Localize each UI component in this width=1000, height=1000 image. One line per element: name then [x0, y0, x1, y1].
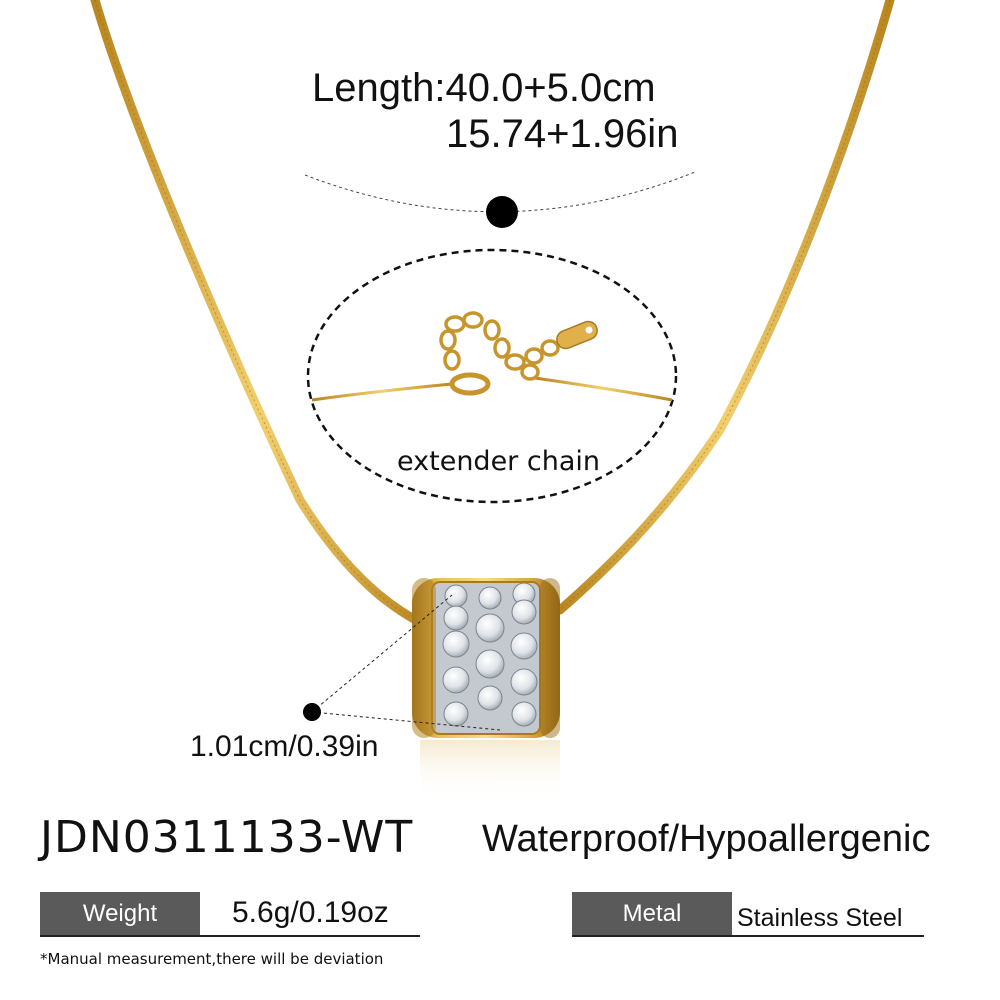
pendant-barrel — [412, 578, 560, 738]
pendant-dimension-line-bottom — [311, 711, 501, 731]
extender-zoom-circle — [306, 248, 678, 504]
extender-chain-label: extender chain — [397, 446, 600, 477]
metal-value: Stainless Steel — [737, 904, 903, 932]
metal-label: Metal — [572, 892, 732, 936]
weight-label: Weight — [40, 892, 200, 936]
weight-value: 5.6g/0.19oz — [232, 896, 389, 929]
pendant-marker-dot — [303, 703, 321, 721]
length-marker-dot — [486, 196, 518, 228]
chain-right — [555, 0, 895, 615]
pendant-dimension-line-top — [311, 594, 453, 713]
product-sku: JDN0311133-WT — [40, 812, 414, 863]
extender-detail — [311, 311, 673, 402]
pendant-size-text: 1.01cm/0.39in — [190, 730, 379, 763]
weight-divider — [40, 935, 420, 937]
length-in-text: 15.74+1.96in — [446, 112, 679, 156]
pendant-reflection — [420, 740, 560, 800]
measurement-disclaimer: *Manual measurement,there will be deviat… — [40, 950, 384, 968]
length-cm-text: Length:40.0+5.0cm — [312, 66, 656, 110]
metal-divider — [572, 935, 924, 937]
product-features: Waterproof/Hypoallergenic — [482, 818, 931, 860]
